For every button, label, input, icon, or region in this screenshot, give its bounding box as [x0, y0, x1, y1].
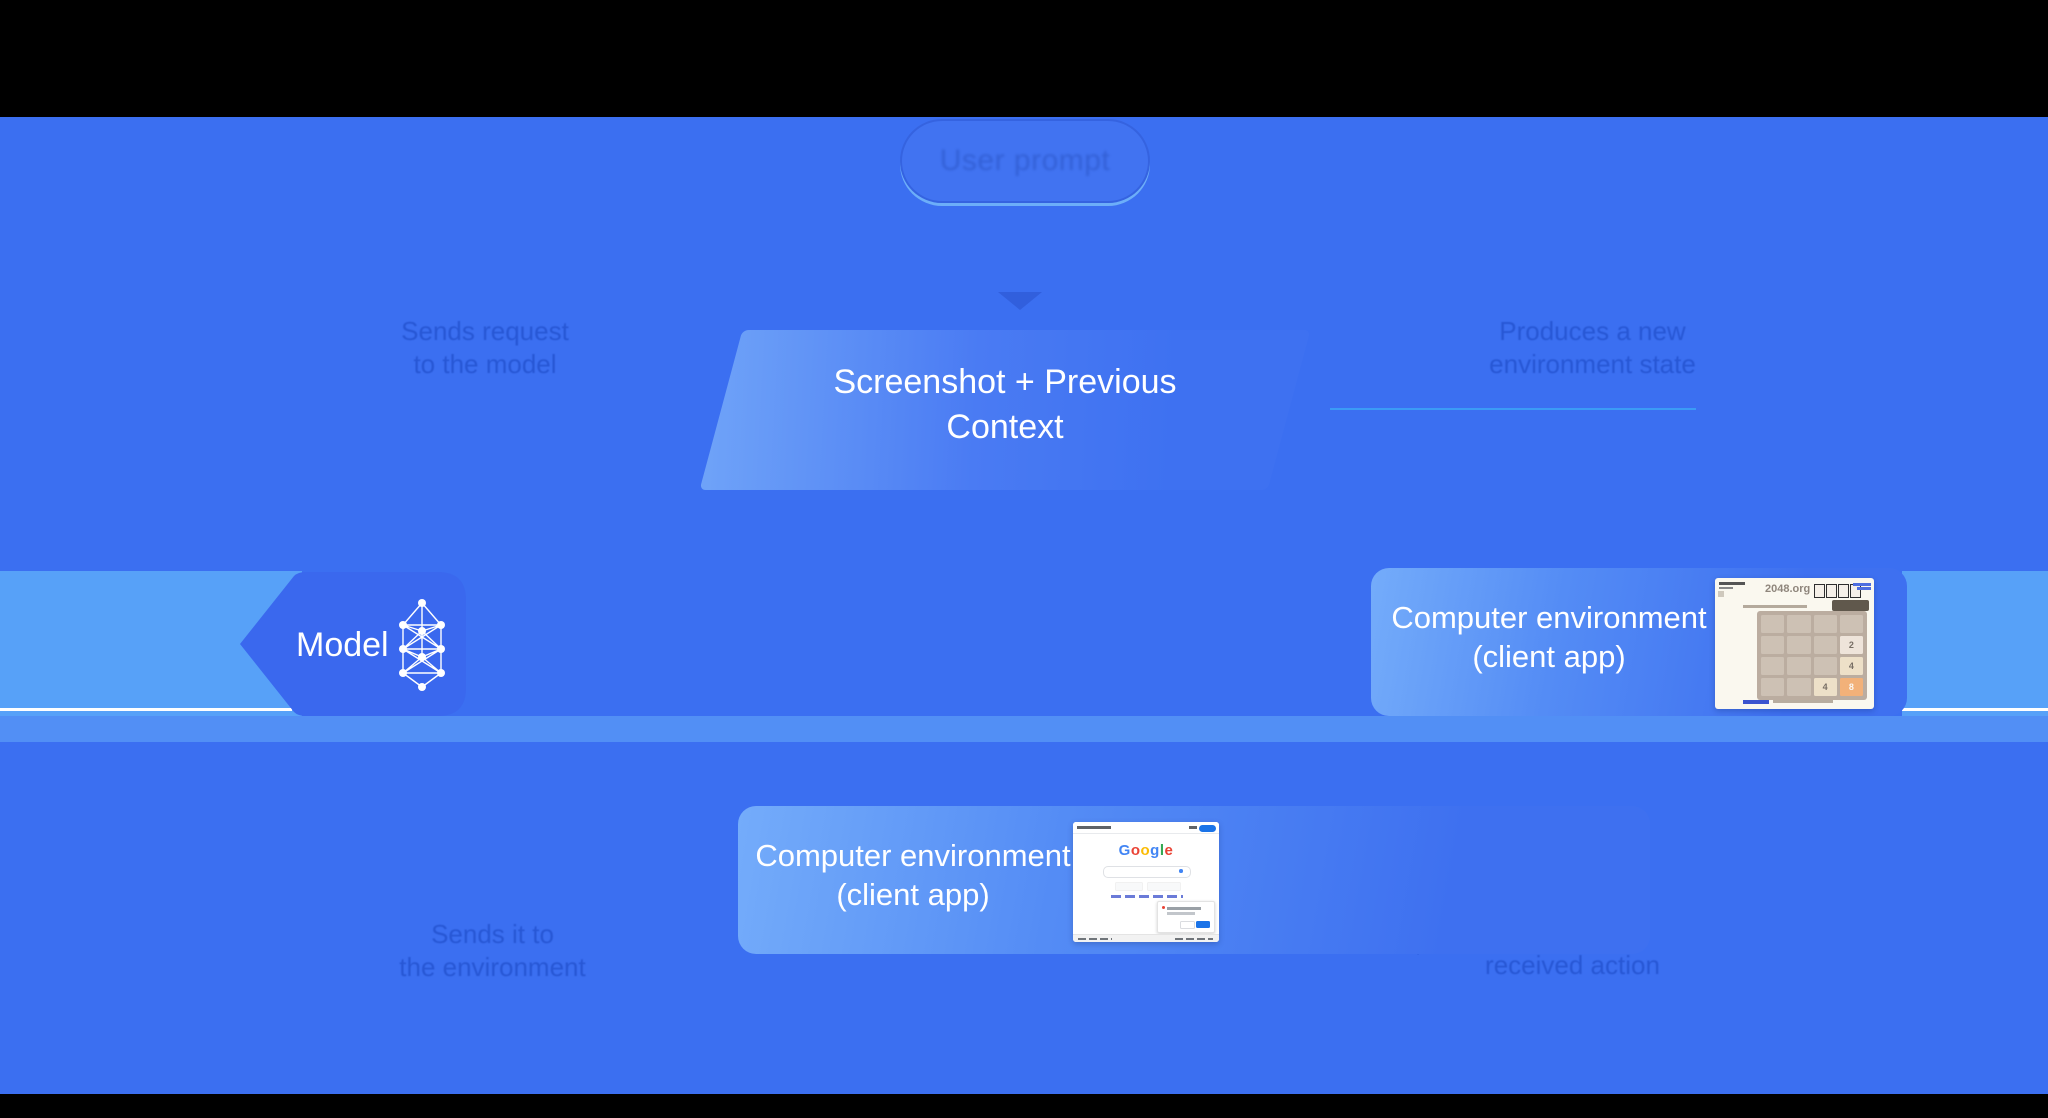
tagline-placeholder [1743, 605, 1807, 608]
google-search-button [1115, 882, 1143, 891]
grid-cell [1761, 678, 1785, 696]
game-grid-2048: 2 4 4 8 [1757, 611, 1867, 700]
browser-chrome-text [1719, 582, 1745, 585]
arrow-down-icon [998, 292, 1042, 310]
title-pill-label: User prompt [939, 144, 1111, 177]
tab-title-placeholder [1077, 826, 1111, 829]
model-node-label: Model [296, 626, 389, 664]
logo-letter: g [1150, 842, 1160, 859]
tile-4: 4 [1839, 657, 1863, 675]
connector-label-send-action: Sends it to the environment [365, 918, 620, 984]
title-pill: User prompt [900, 119, 1150, 203]
grid-cell [1787, 657, 1811, 675]
tile-2: 2 [1839, 636, 1863, 654]
execute-action-line2: received action [1485, 950, 1660, 980]
link-placeholder [1857, 587, 1871, 590]
mini-screenshot-2048: 2048.org 2 4 4 8 [1715, 578, 1874, 709]
logo-letter: o [1130, 842, 1141, 859]
produce-state-line2: environment state [1489, 349, 1696, 379]
send-action-line2: the environment [399, 952, 586, 982]
footer-links-placeholder [1078, 938, 1112, 940]
link-placeholder [1853, 583, 1871, 586]
context-label-line2: Context [946, 408, 1064, 446]
model-arrow-shape [240, 572, 466, 716]
google-logo: Google [1073, 842, 1219, 859]
menu-dots-icon [1189, 826, 1197, 829]
sign-in-dialog [1157, 901, 1215, 933]
env-bottom-line1: Computer environment [755, 838, 1071, 873]
loop-ribbon-right [1902, 571, 2048, 716]
send-request-line1: Sends request [401, 316, 569, 346]
env-bottom-label: Computer environment (client app) [753, 836, 1073, 914]
site-title-2048: 2048.org [1765, 583, 1811, 595]
logo-letter: o [1140, 842, 1151, 859]
grid-cell [1787, 678, 1811, 696]
connector-label-send-request: Sends request to the model [360, 315, 610, 381]
dialog-text-placeholder [1167, 907, 1201, 910]
grid-cell [1787, 636, 1811, 654]
env-right-line1: Computer environment [1391, 600, 1707, 635]
animation-streak [1330, 408, 1696, 410]
logo-letter: G [1118, 842, 1131, 859]
produce-state-line1: Produces a new [1499, 316, 1686, 346]
loop-ribbon-lower-band [0, 716, 2048, 742]
footer-text-placeholder [1773, 700, 1833, 703]
logo-letter: e [1164, 842, 1174, 859]
grid-cell [1813, 615, 1837, 633]
tile-8: 8 [1839, 678, 1863, 696]
feeling-lucky-button [1147, 882, 1181, 891]
letterbox-bottom [0, 1094, 2048, 1118]
env-bottom-line2: (client app) [836, 877, 990, 912]
dialog-primary-button [1196, 921, 1210, 928]
neural-network-icon [399, 599, 445, 691]
grid-cell [1761, 636, 1785, 654]
connector-label-produce-state: Produces a new environment state [1450, 315, 1735, 381]
dialog-text-placeholder [1167, 912, 1195, 915]
grid-cell [1839, 615, 1863, 633]
tile-4: 4 [1813, 678, 1837, 696]
ribbon-edge-line-right [1902, 708, 2048, 711]
favicon-placeholder [1718, 591, 1724, 597]
dialog-icon [1162, 906, 1165, 909]
new-game-button [1832, 600, 1869, 611]
grid-cell [1787, 615, 1811, 633]
env-right-label: Computer environment (client app) [1389, 598, 1709, 676]
send-request-line2: to the model [413, 349, 557, 379]
footer-links-placeholder [1175, 938, 1213, 940]
search-input [1103, 866, 1191, 878]
mic-icon [1179, 869, 1183, 873]
language-links-placeholder [1111, 895, 1183, 898]
env-right-line2: (client app) [1472, 639, 1626, 674]
dialog-secondary-button [1180, 921, 1195, 929]
ribbon-edge-line-left [0, 708, 292, 711]
sign-in-button [1199, 825, 1216, 832]
letterbox-top [0, 0, 2048, 117]
grid-cell [1813, 636, 1837, 654]
grid-cell [1761, 615, 1785, 633]
mini-screenshot-google: Google [1073, 822, 1219, 942]
browser-chrome-bar [1073, 822, 1219, 834]
browser-chrome-text [1719, 587, 1733, 589]
send-action-line1: Sends it to [431, 919, 554, 949]
score-boxes [1814, 584, 1861, 598]
grid-cell [1761, 657, 1785, 675]
context-node-label: Screenshot + Previous Context [755, 360, 1255, 450]
footer-link-placeholder [1743, 700, 1769, 704]
context-label-line1: Screenshot + Previous [833, 363, 1177, 401]
logo-letter: l [1159, 842, 1165, 859]
page-footer-bar [1073, 934, 1219, 942]
grid-cell [1813, 657, 1837, 675]
